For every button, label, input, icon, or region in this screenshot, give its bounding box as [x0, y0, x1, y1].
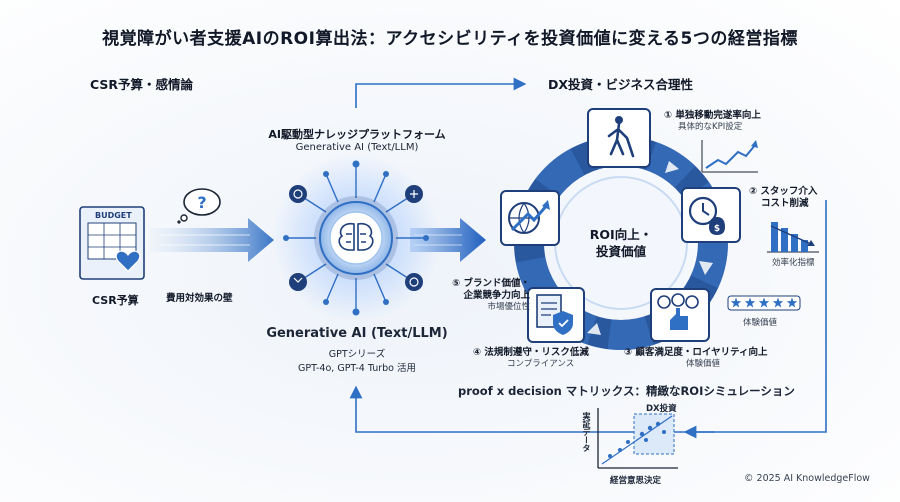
csr-section-heading: CSR予算・感情論 [90, 77, 194, 92]
metric4-node [527, 287, 585, 343]
metric1-label: ① 単独移動完遂率向上 具体的なKPI設定 [664, 110, 761, 132]
efficiency-chart-icon [765, 216, 821, 258]
csr-budget-label: CSR予算 [92, 294, 139, 307]
beam-arrow-left [150, 218, 274, 262]
metric4-label: ④ 法規制遵守・リスク低減 コンプライアンス [473, 347, 589, 369]
thought-bubble-icon: ? [176, 186, 222, 228]
platform-models: GPT-4o, GPT-4 Turbo 活用 [297, 363, 416, 374]
svg-text:$: $ [714, 224, 720, 234]
star-icon [730, 297, 742, 308]
ai-hub [272, 154, 440, 322]
kpi-chart-icon [700, 138, 760, 178]
stars-label: 体験価値 [743, 318, 778, 328]
platform-heading: AI駆動型ナレッジプラットフォーム [268, 128, 446, 141]
matrix-top-label: DX投資 [646, 404, 677, 414]
platform-series: GPTシリーズ [328, 349, 386, 360]
stars-rating [727, 295, 801, 315]
star-icon [772, 297, 784, 308]
matrix-x-label: 経営意思決定 [610, 476, 662, 486]
metric1-node [587, 108, 651, 168]
copyright: © 2025 AI KnowledgeFlow [744, 473, 870, 484]
budget-doc-label: BUDGET [95, 211, 132, 220]
brain-icon [338, 222, 374, 251]
decision-matrix [597, 408, 678, 469]
matrix-heading: proof x decision マトリックス：精緻なROIシミュレーション [458, 384, 795, 398]
metric5-node [500, 190, 560, 246]
roi-center-label: ROI向上・ 投資価値 [589, 227, 653, 259]
star-icon [744, 297, 756, 308]
star-icon [786, 297, 798, 308]
metric3-node [650, 288, 710, 342]
matrix-y-label: 実証データ [582, 412, 591, 452]
bottom-flow-arrow [349, 200, 827, 433]
metric2-node: $ [681, 187, 741, 243]
top-flow-arrow [355, 77, 527, 108]
dx-section-heading: DX投資・ビジネス合理性 [548, 77, 694, 92]
metric5-label: ⑤ ブランド価値・ 企業競争力向上 市場優位性 [452, 278, 530, 312]
metric3-label: ③ 顧客満足度・ロイヤリティ向上 体験価値 [624, 347, 768, 369]
star-icon [758, 297, 770, 308]
platform-subheading: Generative AI (Text/LLM) [295, 142, 419, 153]
budget-document [76, 203, 162, 289]
platform-bottom-title: Generative AI (Text/LLM) [266, 326, 448, 341]
page-title: 視覚障がい者支援AIのROI算出法：アクセシビリティを投資価値に変える5つの経営… [102, 29, 798, 49]
metric2-label: ② スタッフ介入 コスト削減 [749, 186, 818, 209]
metric2-sub: 効率化指標 [772, 258, 815, 268]
cost-wall-label: 費用対効果の壁 [166, 293, 233, 304]
svg-text:?: ? [197, 193, 206, 212]
